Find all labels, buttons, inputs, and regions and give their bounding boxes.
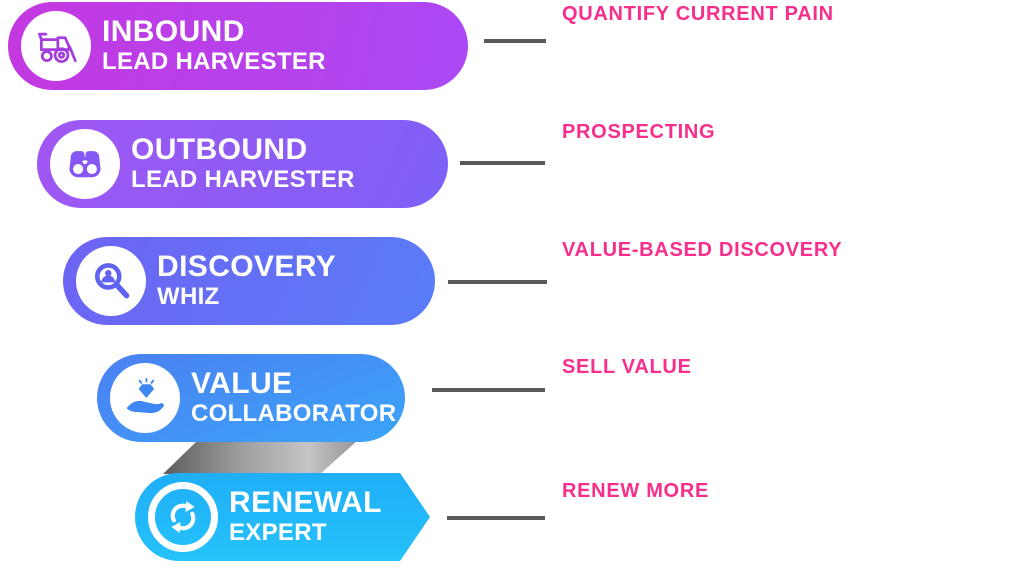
hand-diamond-icon bbox=[110, 363, 180, 433]
stage-subtitle: WHIZ bbox=[157, 283, 220, 311]
stage-subtitle: EXPERT bbox=[229, 519, 327, 547]
magnifier-person-icon bbox=[76, 246, 146, 316]
harvester-icon bbox=[21, 11, 91, 81]
stage-pill-inbound: INBOUND LEAD HARVESTER bbox=[8, 2, 468, 90]
stage-title: VALUE bbox=[191, 367, 293, 401]
stage-outcome-label: SELL VALUE bbox=[562, 356, 692, 378]
stage-title: OUTBOUND bbox=[131, 133, 308, 167]
stage-title: INBOUND bbox=[102, 15, 245, 49]
stage-subtitle: LEAD HARVESTER bbox=[102, 48, 326, 76]
stage-pill-renewal: RENEWAL EXPERT bbox=[135, 473, 430, 561]
stage-pill-value: VALUE COLLABORATOR bbox=[97, 354, 405, 442]
stage-outcome-label: RENEW MORE bbox=[562, 480, 709, 502]
stage-outcome-label: QUANTIFY CURRENT PAIN bbox=[562, 3, 834, 25]
connector-line bbox=[448, 280, 547, 284]
stage-outcome-label: VALUE-BASED DISCOVERY bbox=[562, 239, 843, 261]
stage-pill-outbound: OUTBOUND LEAD HARVESTER bbox=[37, 120, 448, 208]
stage-title: DISCOVERY bbox=[157, 250, 337, 284]
stage-outcome-label: PROSPECTING bbox=[562, 121, 716, 143]
stage-title: RENEWAL bbox=[229, 486, 382, 520]
refresh-icon bbox=[148, 482, 218, 552]
binoculars-icon bbox=[50, 129, 120, 199]
connector-line bbox=[447, 516, 545, 520]
stage-subtitle: LEAD HARVESTER bbox=[131, 166, 355, 194]
connector-line bbox=[460, 161, 545, 165]
stage-pill-discovery: DISCOVERY WHIZ bbox=[63, 237, 435, 325]
connector-line bbox=[484, 39, 546, 43]
connector-line bbox=[432, 388, 545, 392]
gray-transition-ribbon bbox=[163, 441, 357, 474]
stage-subtitle: COLLABORATOR bbox=[191, 400, 397, 428]
